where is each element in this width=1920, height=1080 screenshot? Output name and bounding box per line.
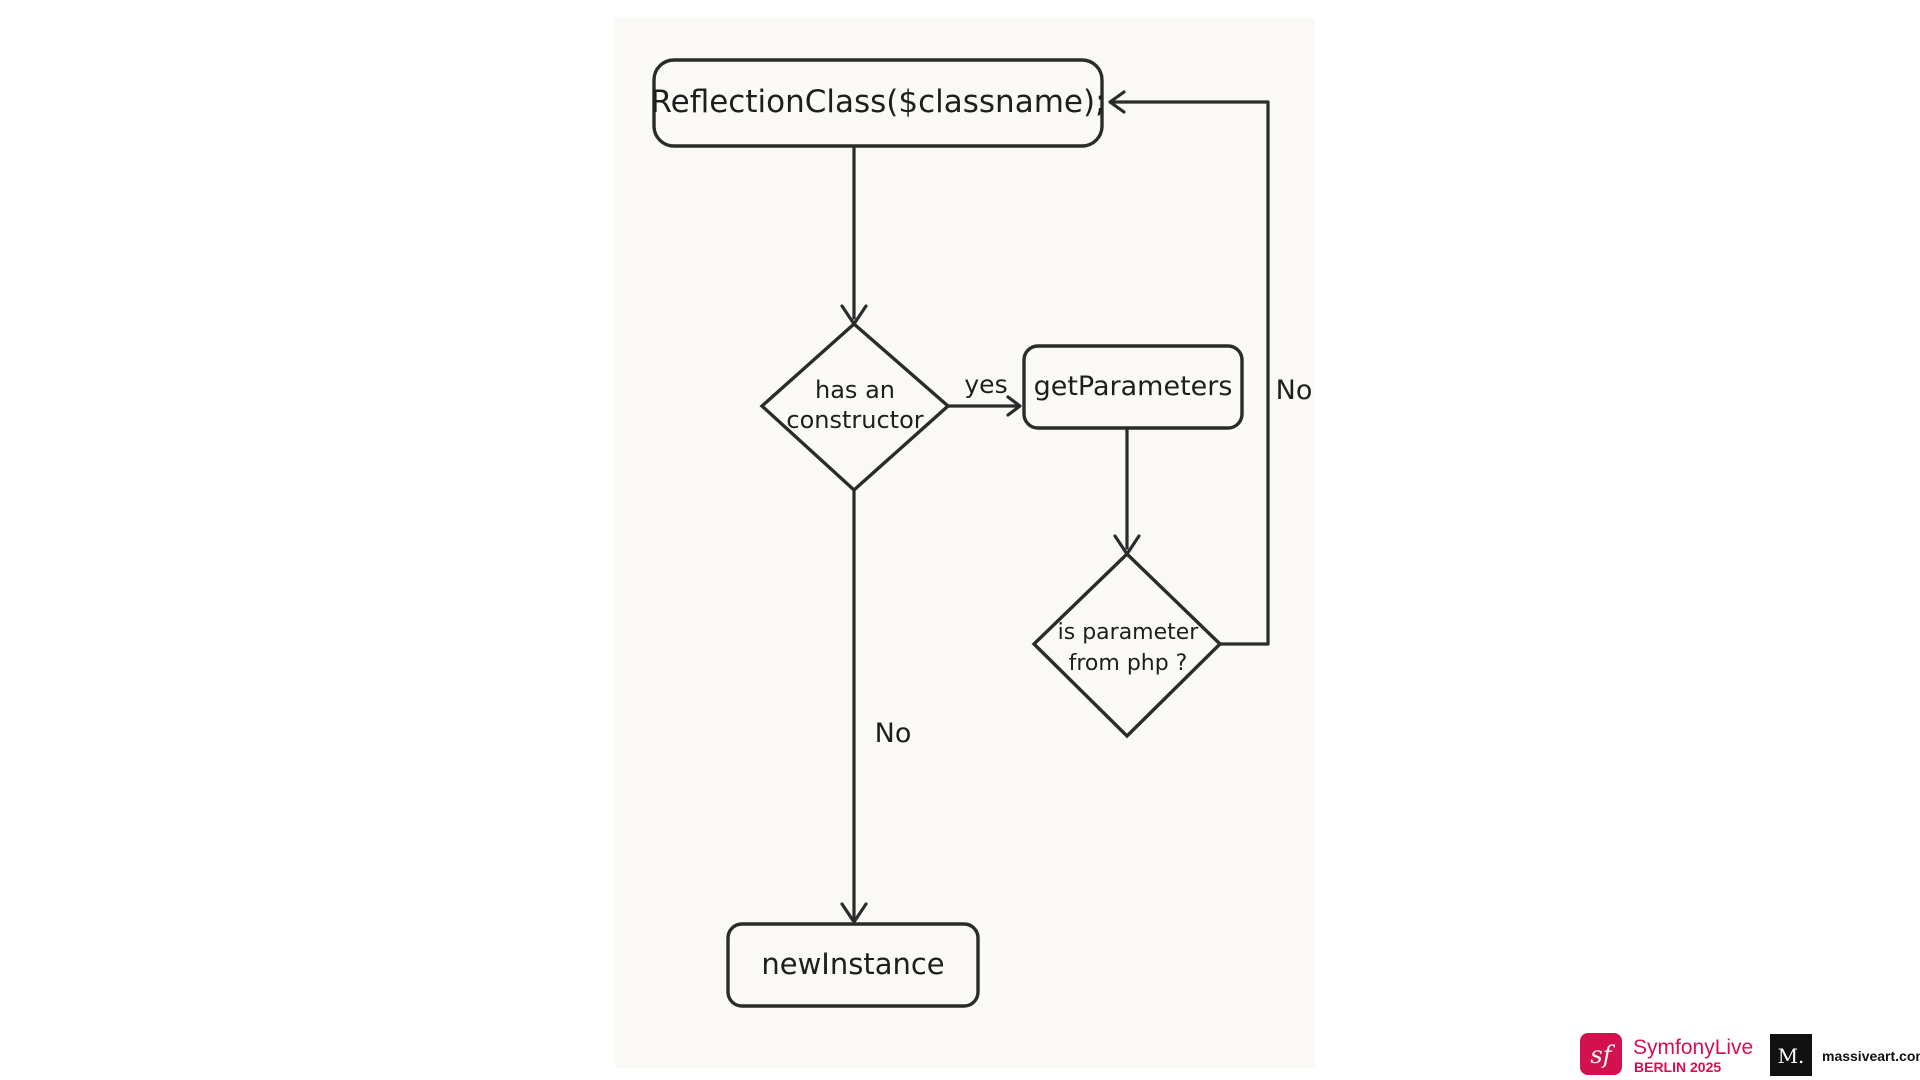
node-is-parameter-line1: is parameter [1058, 620, 1200, 645]
symfony-logo-icon [1580, 1033, 1622, 1075]
symfony-logo-glyph: sf [1590, 1041, 1615, 1069]
node-has-constructor-line2: constructor [786, 406, 923, 434]
node-is-parameter: is parameter from php ? [1031, 551, 1223, 739]
massiveart-logo: M. massiveart.com [1770, 1034, 1920, 1076]
symfony-live-event: BERLIN 2025 [1634, 1059, 1721, 1075]
edge-label-no-down: No [875, 718, 912, 749]
node-reflection-class: ReflectionClass($classname); [650, 58, 1106, 148]
arrowhead-icon [1006, 395, 1022, 417]
edge-label-yes: yes [964, 370, 1007, 399]
node-get-parameters: getParameters [1022, 344, 1244, 430]
symfony-live-name: SymfonyLive [1633, 1036, 1753, 1059]
arrowhead-icon [1108, 90, 1126, 114]
diagram-paper [615, 18, 1315, 1068]
massiveart-logo-glyph: M. [1778, 1044, 1805, 1068]
massiveart-logo-icon [1770, 1034, 1812, 1076]
arrowhead-icon [840, 902, 868, 924]
edge-constructor-yes [946, 395, 1022, 417]
edge-constructor-no [840, 488, 868, 924]
massiveart-site: massiveart.com [1822, 1048, 1920, 1064]
node-new-instance-label: newInstance [761, 947, 944, 981]
node-has-constructor: has an constructor [759, 321, 951, 493]
node-new-instance: newInstance [726, 922, 980, 1008]
node-get-parameters-label: getParameters [1034, 371, 1233, 402]
node-has-constructor-line1: has an [815, 376, 895, 404]
symfony-live-logo: sf SymfonyLive BERLIN 2025 [1580, 1033, 1753, 1075]
edge-isparam-no-loop [1108, 90, 1270, 646]
node-reflection-label: ReflectionClass($classname); [650, 84, 1105, 120]
node-is-parameter-line2: from php ? [1069, 651, 1188, 676]
edge-label-no-loop: No [1276, 375, 1313, 406]
